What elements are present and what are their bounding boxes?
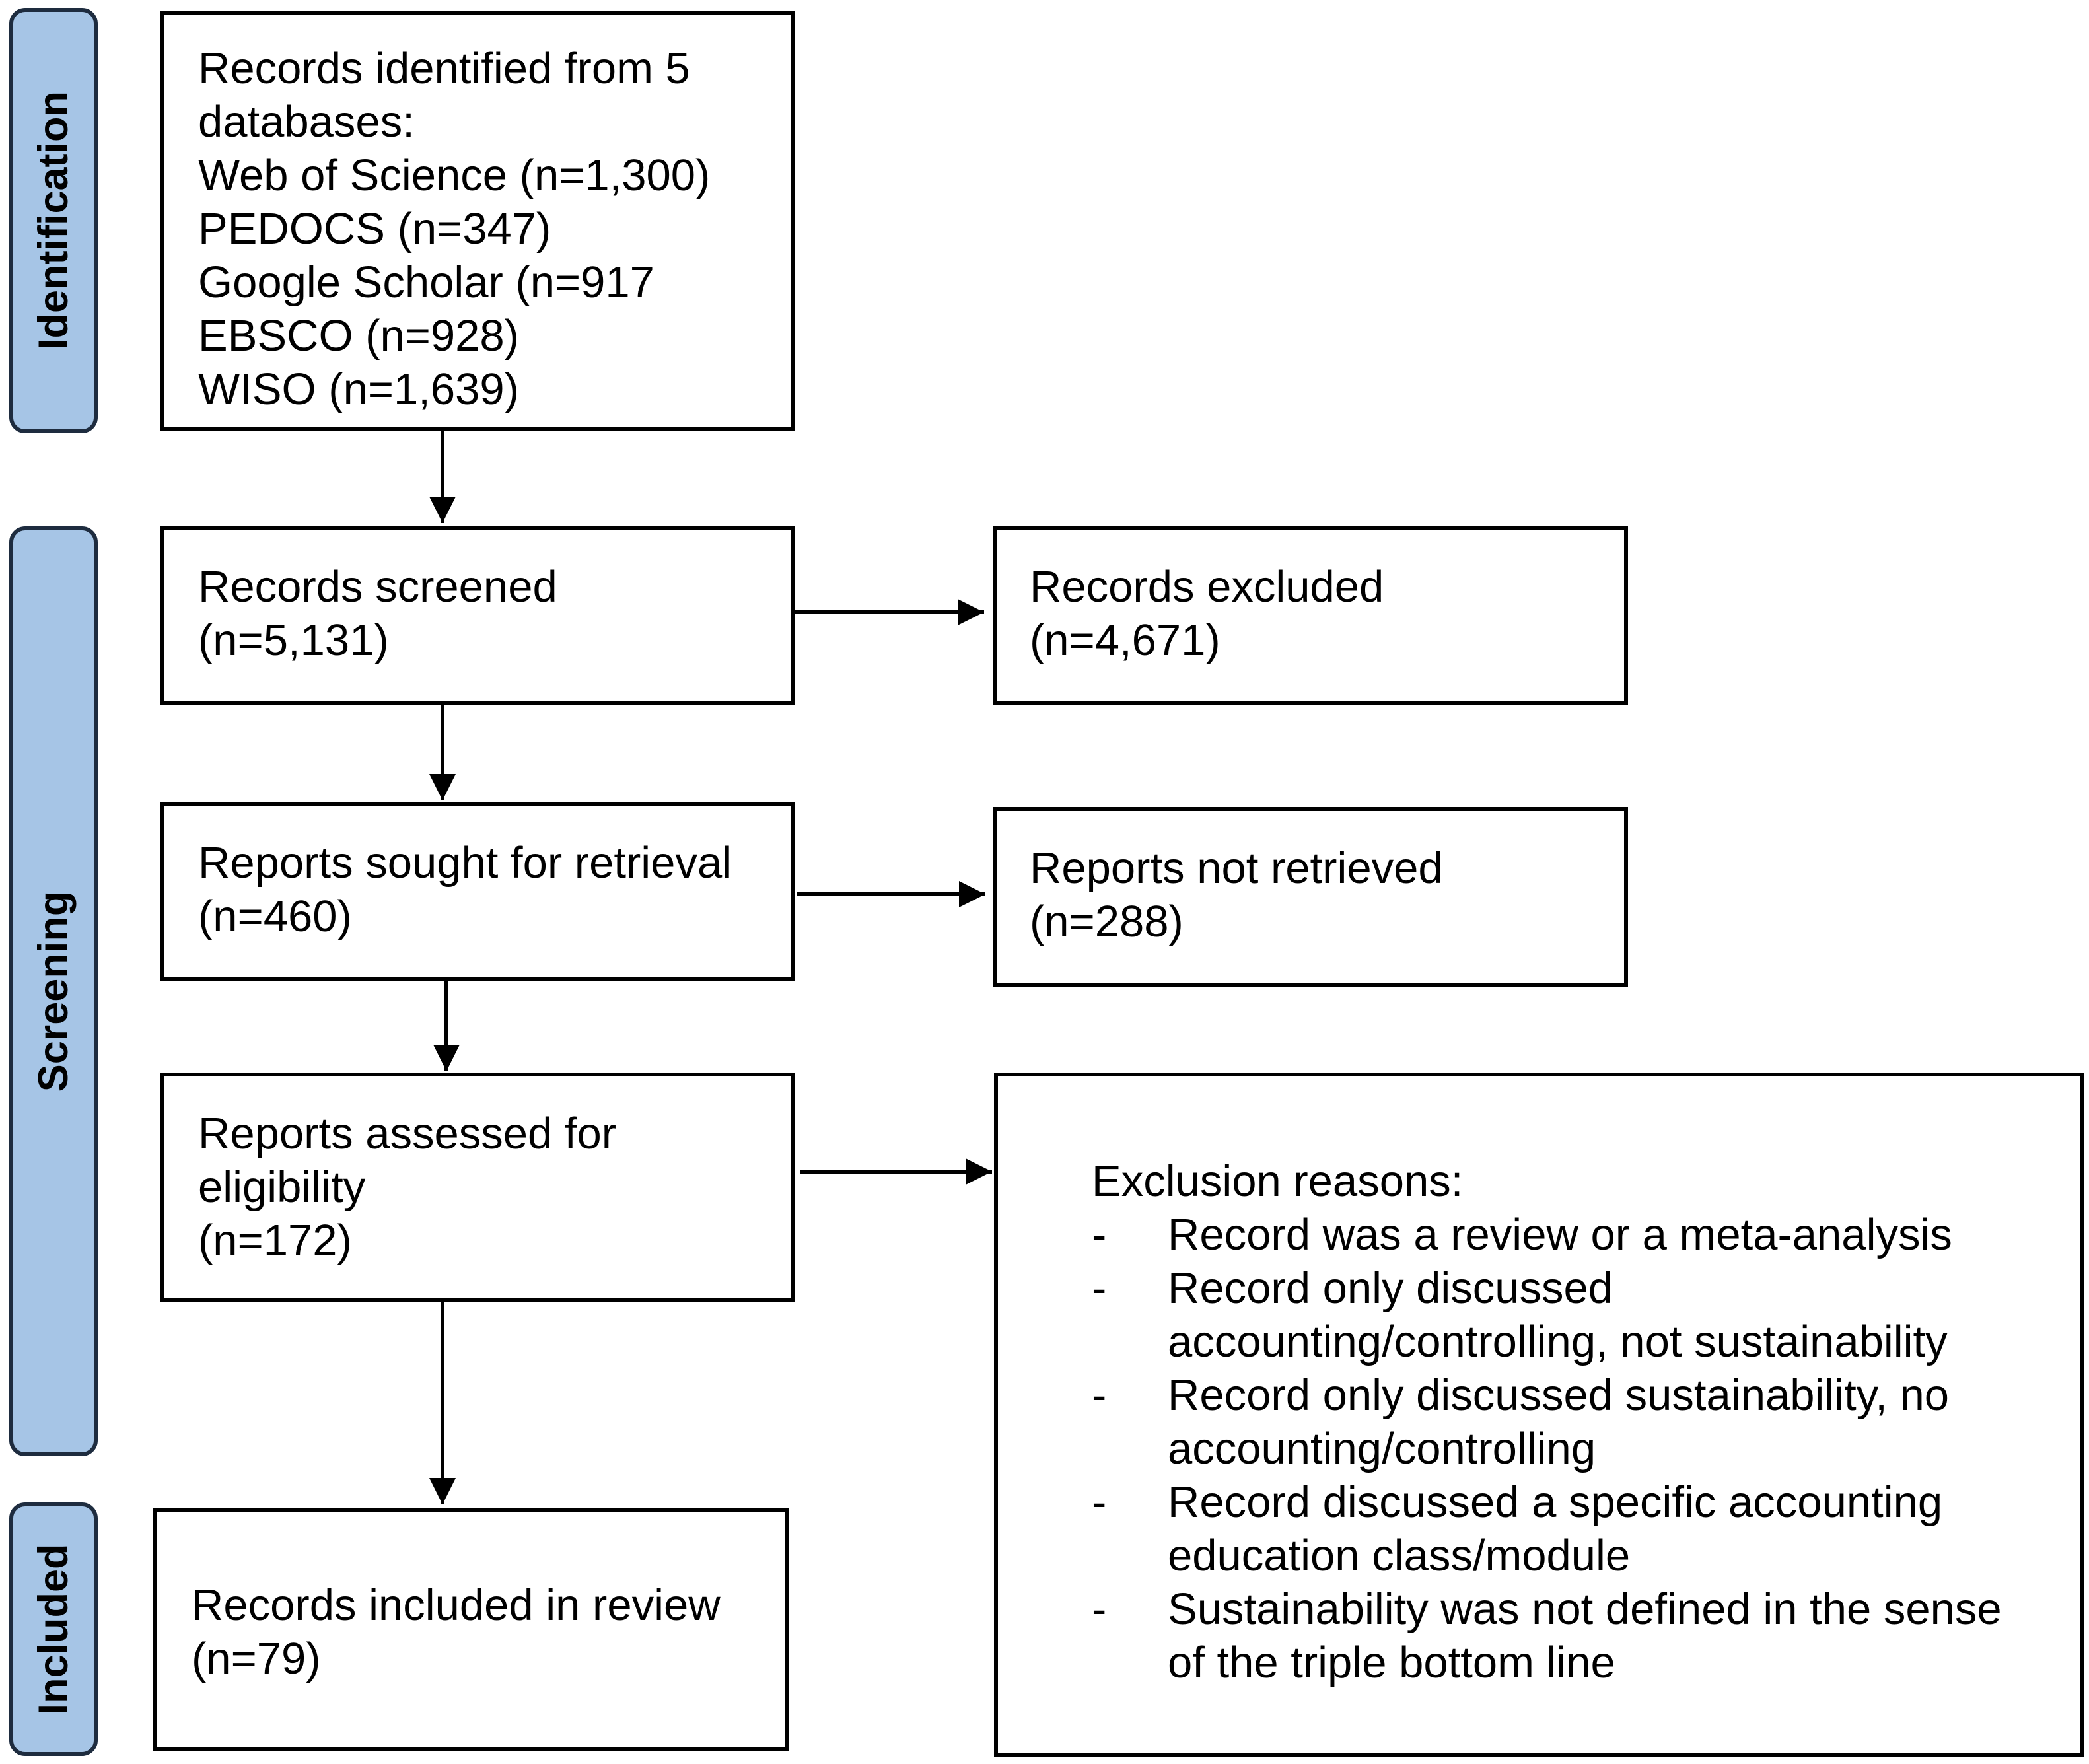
not-retrieved-label: Reports not retrieved xyxy=(1030,843,1443,893)
screened-count: (n=5,131) xyxy=(198,616,389,665)
assessed-count: (n=172) xyxy=(198,1216,352,1265)
identified-line-2: databases: xyxy=(198,97,415,147)
sought-label: Reports sought for retrieval xyxy=(198,838,732,888)
assessed-label-1: Reports assessed for xyxy=(198,1109,617,1158)
stage-label-included: Included xyxy=(9,1502,98,1756)
identified-line-3: Web of Science (n=1,300) xyxy=(198,151,711,200)
included-label: Records included in review xyxy=(192,1580,721,1630)
exclusion-reason-item: - Record only discussed accounting/contr… xyxy=(1092,1261,2056,1368)
exclusion-reason-item: - Record discussed a specific accounting… xyxy=(1092,1475,2056,1582)
reason-text: accounting/controlling xyxy=(1168,1424,1596,1473)
included-count: (n=79) xyxy=(192,1634,321,1683)
exclusion-reason-item: - Sustainability was not defined in the … xyxy=(1092,1582,2056,1689)
screened-label: Records screened xyxy=(198,562,557,612)
exclusion-reason-item: - Record only discussed sustainability, … xyxy=(1092,1368,2056,1475)
exclusion-reasons-box: Exclusion reasons: - Record was a review… xyxy=(994,1073,2084,1757)
reason-text: Record only discussed sustainability, no xyxy=(1168,1370,1950,1420)
reason-dash: - xyxy=(1092,1584,1107,1634)
identified-line-6: EBSCO (n=928) xyxy=(198,311,519,361)
reason-dash: - xyxy=(1092,1263,1107,1313)
excluded-count: (n=4,671) xyxy=(1030,616,1221,665)
reports-assessed-box: Reports assessed for eligibility (n=172) xyxy=(160,1073,795,1302)
identified-line-4: PEDOCS (n=347) xyxy=(198,204,551,254)
records-screened-box: Records screened (n=5,131) xyxy=(160,526,795,705)
records-identified-box: Records identified from 5 databases: Web… xyxy=(160,11,795,431)
reason-text: education class/module xyxy=(1168,1531,1631,1580)
identified-line-1: Records identified from 5 xyxy=(198,44,690,93)
reason-text: Record discussed a specific accounting xyxy=(1168,1477,1943,1527)
reason-text: Sustainability was not defined in the se… xyxy=(1168,1584,2002,1634)
reports-not-retrieved-box: Reports not retrieved (n=288) xyxy=(993,807,1628,987)
exclusion-reasons-title: Exclusion reasons: xyxy=(1092,1156,1464,1206)
records-excluded-box: Records excluded (n=4,671) xyxy=(993,526,1628,705)
reason-text: Record was a review or a meta-analysis xyxy=(1168,1210,1952,1259)
records-included-box: Records included in review (n=79) xyxy=(153,1508,789,1751)
identified-line-5: Google Scholar (n=917 xyxy=(198,258,655,307)
reason-text: accounting/controlling, not sustainabili… xyxy=(1168,1317,1948,1366)
identified-line-7: WISO (n=1,639) xyxy=(198,365,519,414)
excluded-label: Records excluded xyxy=(1030,562,1384,612)
stage-label-screening: Screening xyxy=(9,526,98,1456)
assessed-label-2: eligibility xyxy=(198,1162,366,1212)
exclusion-reason-item: - Record was a review or a meta-analysis xyxy=(1092,1208,2056,1261)
not-retrieved-count: (n=288) xyxy=(1030,897,1184,946)
reason-text: Record only discussed xyxy=(1168,1263,1613,1313)
sought-count: (n=460) xyxy=(198,892,352,941)
reason-text: of the triple bottom line xyxy=(1168,1638,1615,1687)
stage-label-identification: Identification xyxy=(9,8,98,433)
reason-dash: - xyxy=(1092,1370,1107,1420)
reason-dash: - xyxy=(1092,1210,1107,1259)
reason-dash: - xyxy=(1092,1477,1107,1527)
reports-sought-box: Reports sought for retrieval (n=460) xyxy=(160,802,795,981)
